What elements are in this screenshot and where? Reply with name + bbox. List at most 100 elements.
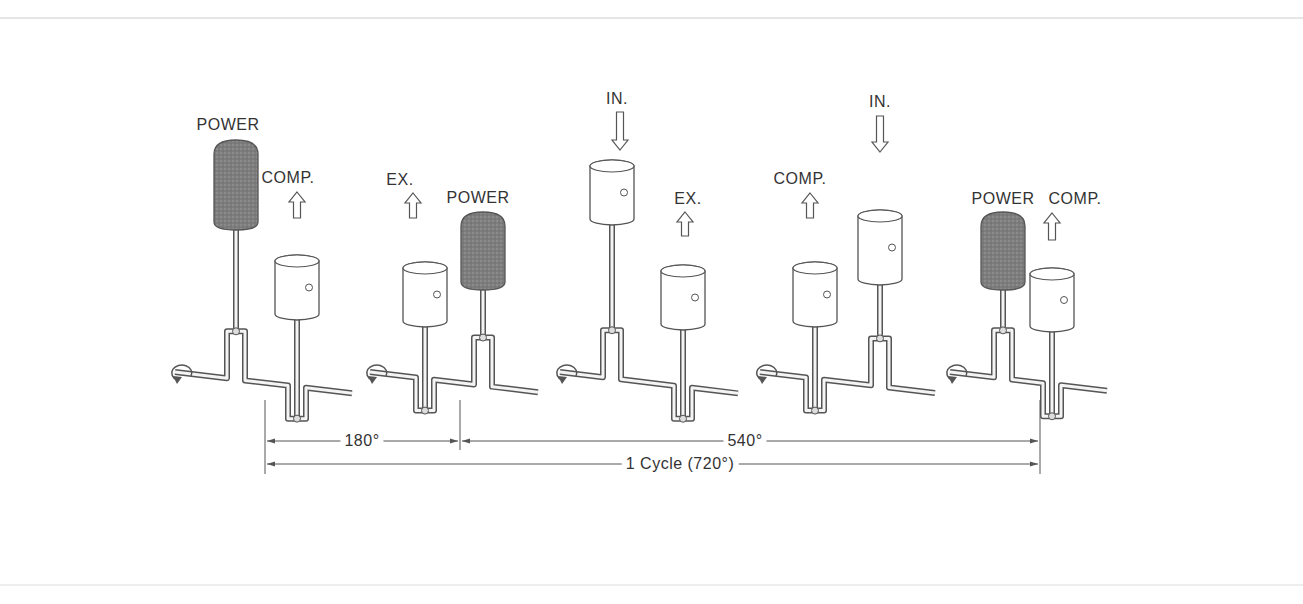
piston-crown [590,160,634,172]
connecting-rod [682,326,685,419]
piston-pin [824,291,831,298]
rotation-arrow [948,376,957,384]
crankshaft [950,330,1107,416]
piston-pin [889,244,896,251]
stroke-label: IN. [606,90,628,108]
crank-pin [877,335,884,342]
connecting-rod [424,323,427,411]
piston [793,262,837,327]
connecting-rod [1002,286,1005,330]
dimension-label: 1 Cycle (720°) [622,455,739,473]
piston [858,210,902,285]
stroke-arrow [802,193,818,218]
stroke-arrow [405,193,421,218]
stroke-arrow [612,112,628,150]
crank-panel [757,116,935,414]
stroke-label: POWER [197,116,260,134]
connecting-rod [814,323,817,411]
stroke-label: COMP. [262,169,315,187]
stroke-arrow [872,116,888,152]
piston-power [461,212,505,290]
piston [661,265,705,330]
connecting-rod [480,286,486,338]
crank-panel [947,212,1107,420]
crank-pin [680,415,687,422]
piston-crown [403,262,447,274]
crankshaft [950,330,1107,416]
stroke-label: EX. [386,171,413,189]
piston [403,262,447,327]
connecting-rod [422,323,428,411]
piston [590,160,634,225]
crank-pin [422,407,429,414]
stroke-label: COMP. [774,170,827,188]
rotation-arrow [758,376,767,384]
dimension-label: 540° [723,432,766,450]
piston-crown [793,262,837,274]
rotation-arrow [368,376,377,384]
connecting-rod [1049,328,1055,416]
piston-crown [275,255,319,267]
crankshaft [175,331,352,418]
stroke-label: POWER [972,190,1035,208]
connecting-rod [1000,286,1006,330]
piston-pin [621,189,628,196]
crankshaft [560,330,738,419]
crank-pin [233,328,240,335]
crank-panel [557,112,738,422]
stroke-label: POWER [447,189,510,207]
piston [1030,268,1074,332]
dimension-label: 180° [340,432,383,450]
connecting-rod [877,281,883,338]
crank-pin [294,415,301,422]
connecting-rod [233,226,239,331]
stroke-label: IN. [869,93,891,111]
connecting-rod [611,221,614,330]
frame-line [0,18,1303,19]
crankshaft [560,330,738,419]
piston-power [981,212,1025,290]
crank-pin [480,334,487,341]
piston-crown [1030,268,1074,280]
extension-line [1040,400,1041,474]
stroke-arrow [677,212,693,236]
crankshaft [370,338,538,411]
rotation-arrow [173,376,182,384]
crankshaft [175,331,352,418]
crank-pin [1000,327,1007,334]
connecting-rod [812,323,818,411]
connecting-rod [235,226,238,331]
connecting-rod [294,316,300,419]
connecting-rod [296,316,299,419]
connecting-rod [482,286,485,338]
connecting-rod [879,281,882,338]
piston-power [214,140,258,230]
piston [275,255,319,320]
piston-pin [692,294,699,301]
extension-line [265,400,266,474]
crank-pin [1049,413,1056,420]
piston-pin [306,284,313,291]
piston-crown [858,210,902,222]
crank-pin [812,407,819,414]
connecting-rod [609,221,615,330]
crank-panel [172,140,352,422]
crankshaft [370,338,538,411]
connecting-rod [1051,328,1054,416]
crankshaft [760,338,935,410]
crank-pin [609,327,616,334]
crank-panel [367,193,538,414]
piston-pin [434,291,441,298]
frame-line [0,585,1303,586]
crankshaft [760,338,935,410]
connecting-rod [680,326,686,419]
stroke-arrow [289,192,305,218]
stroke-arrow [1044,213,1060,240]
piston-pin [1061,297,1068,304]
rotation-arrow [558,376,567,384]
stroke-label: EX. [674,190,701,208]
extension-line [460,400,461,450]
stroke-label: COMP. [1049,190,1102,208]
